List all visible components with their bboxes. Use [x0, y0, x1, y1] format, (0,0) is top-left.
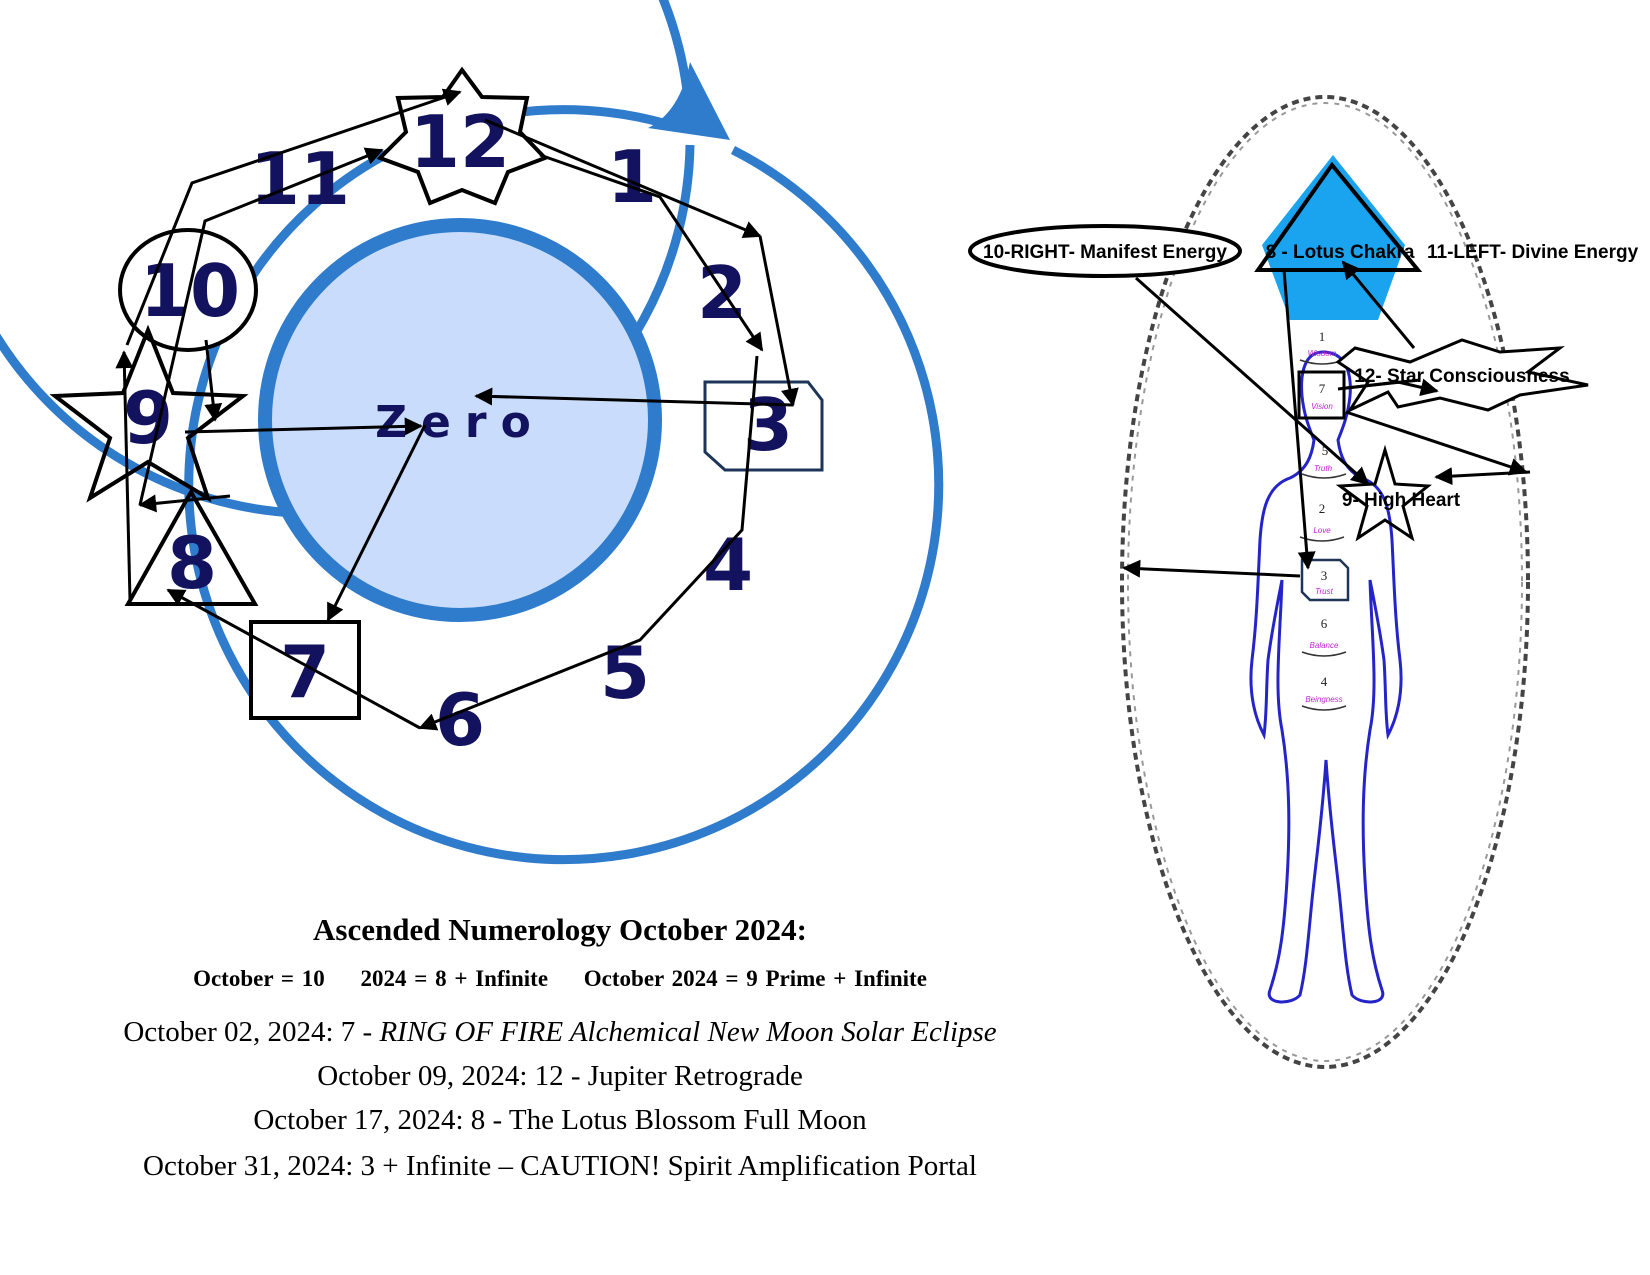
body-aura-diagram: 1 Wisdom 7 Vision 5 Truth 2 Love 3 Trust… — [968, 95, 1639, 1069]
body-path-arrows — [1122, 260, 1531, 578]
number-11: 11 — [250, 137, 350, 221]
three-tab-shape — [703, 380, 824, 472]
number-circle-diagram: Zero 1 2 3 4 5 6 7 8 9 10 11 12 — [0, 0, 944, 865]
nine-star-shape — [49, 324, 249, 503]
caption-subtitle: October = 10 2024 = 8 + Infinite October… — [40, 966, 1080, 992]
caption-sub-2: 2024 = 8 + Infinite — [360, 966, 549, 991]
number-9: 9 — [123, 376, 173, 460]
vision-square-shape — [1297, 370, 1346, 420]
number-5: 5 — [600, 631, 650, 715]
chakra-1-word: Wisdom — [1308, 349, 1337, 358]
divine-energy-label: 11-LEFT- Divine Energy — [1427, 242, 1639, 263]
lotus-triangle-shape — [1254, 161, 1423, 272]
caption-line-3: October 17, 2024: 8 - The Lotus Blossom … — [253, 1104, 867, 1136]
high-heart-star-shape — [1335, 444, 1432, 542]
number-7: 7 — [280, 630, 330, 714]
chakra-list: 1 Wisdom 7 Vision 5 Truth 2 Love 3 Trust… — [1297, 329, 1350, 711]
chakra-5-num: 5 — [1322, 443, 1329, 458]
caption-line-1-italic: RING OF FIRE Alchemical New Moon Solar E… — [379, 1016, 997, 1048]
seven-square-shape — [249, 620, 361, 720]
chakra-2-word: Love — [1313, 526, 1331, 535]
caption-line-4: October 31, 2024: 3 + Infinite – CAUTION… — [143, 1150, 977, 1182]
caption-line-1: October 02, 2024: 7 - RING OF FIRE Alche… — [40, 1016, 1080, 1049]
manifest-ellipse-shape — [968, 224, 1242, 278]
caption-line-2: October 09, 2024: 12 - Jupiter Retrograd… — [317, 1060, 803, 1092]
zero-label: Zero — [375, 397, 545, 448]
chakra-2-num: 2 — [1319, 501, 1326, 516]
lotus-diamond-shape — [1262, 155, 1405, 320]
outer-ring-arc — [184, 105, 944, 865]
lotus-chakra-label: 8 - Lotus Chakra — [1266, 242, 1415, 263]
trust-tab-shape — [1300, 558, 1350, 602]
chakra-5-word: Truth — [1314, 464, 1333, 473]
chakra-4-word: Beingness — [1305, 695, 1342, 704]
chakra-1-num: 1 — [1319, 329, 1326, 344]
high-heart-label: 9- High Heart — [1342, 490, 1461, 511]
human-body-outline — [1249, 350, 1403, 1004]
ring-arrowhead — [648, 62, 730, 140]
caption-line-1-prefix: October 02, 2024: 7 - — [123, 1016, 380, 1048]
chakra-4-num: 4 — [1321, 674, 1328, 689]
chakra-6-word: Balance — [1310, 641, 1339, 650]
inner-zero-circle — [258, 218, 662, 622]
chakra-3-word: Trust — [1315, 587, 1333, 596]
number-1: 1 — [607, 135, 657, 219]
manifest-energy-label: 10-RIGHT- Manifest Energy — [983, 242, 1227, 263]
number-12: 12 — [410, 100, 510, 184]
aura-outline — [1120, 95, 1530, 1069]
caption-sub-3: October 2024 = 9 Prime + Infinite — [583, 966, 927, 991]
twelve-star-shape — [376, 66, 549, 206]
chakra-6-num: 6 — [1321, 616, 1328, 631]
caption-sub-1: October = 10 — [193, 966, 325, 991]
chakra-3-num: 3 — [1321, 568, 1328, 583]
chakra-7-word: Vision — [1311, 402, 1333, 411]
caption-title: Ascended Numerology October 2024: — [313, 912, 807, 947]
star-consciousness-shape — [1335, 338, 1589, 414]
number-path-arrows — [115, 88, 799, 731]
chakra-7-num: 7 — [1319, 381, 1326, 396]
